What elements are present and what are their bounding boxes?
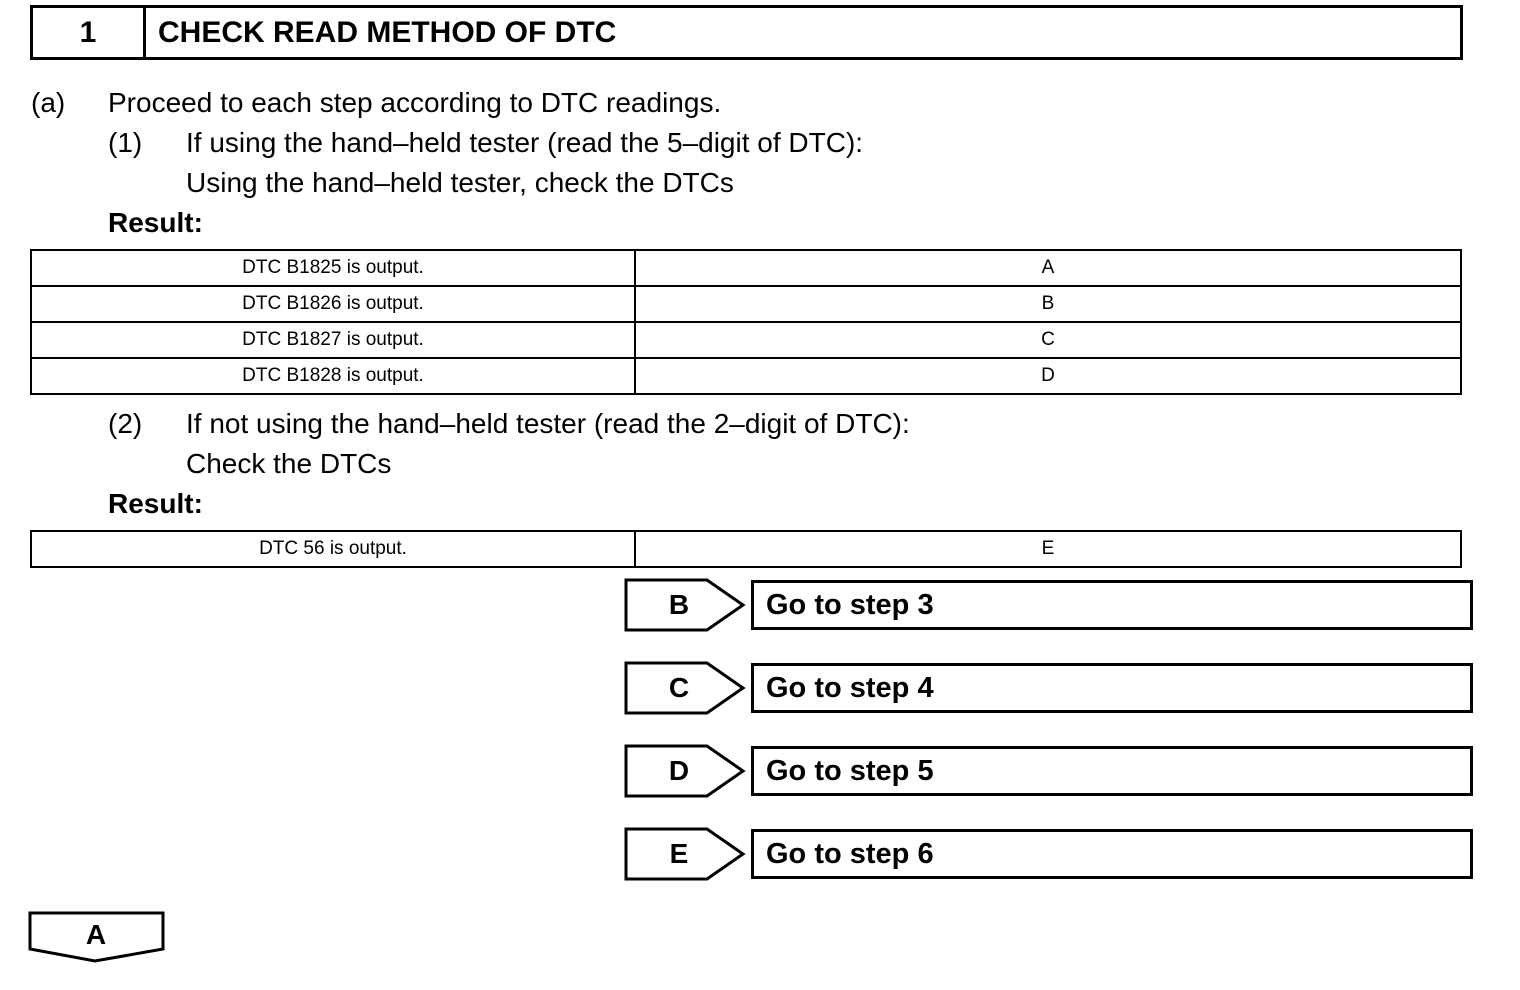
sub1-marker: (1) <box>108 127 143 158</box>
branch-d-tab[interactable]: D <box>624 744 749 798</box>
result-table-1: DTC B1825 is output. A DTC B1826 is outp… <box>30 249 1462 395</box>
continue-a-tab[interactable]: A <box>28 911 168 963</box>
result-label-1: Result: <box>108 207 203 238</box>
result-cell: B <box>634 285 1462 323</box>
branch-b-tab[interactable]: B <box>624 578 749 632</box>
result-table-2: DTC 56 is output. E <box>30 530 1462 568</box>
branch-letter: E <box>669 838 689 869</box>
sub1-line1: If using the hand–held tester (read the … <box>186 127 864 158</box>
branch-letter: C <box>668 672 690 703</box>
branch-d-target[interactable]: Go to step 5 <box>751 746 1473 796</box>
table-row: DTC 56 is output. E <box>30 530 1462 568</box>
condition-cell: DTC B1828 is output. <box>30 357 636 395</box>
condition-cell: DTC B1827 is output. <box>30 321 636 359</box>
branch-arrow-shape <box>624 578 746 632</box>
item-a-marker: (a) <box>31 87 66 118</box>
continue-letter: A <box>85 919 107 950</box>
branch-c-tab[interactable]: C <box>624 661 749 715</box>
branch-letter: D <box>668 755 690 786</box>
item-a-text: Proceed to each step according to DTC re… <box>108 87 722 118</box>
branch-e-tab[interactable]: E <box>624 827 749 881</box>
result-cell: C <box>634 321 1462 359</box>
sub1-line2: Using the hand–held tester, check the DT… <box>186 167 734 198</box>
sub2-line1: If not using the hand–held tester (read … <box>186 408 910 439</box>
sub2-line2: Check the DTCs <box>186 448 392 479</box>
branch-letter: B <box>668 589 690 620</box>
table-row: DTC B1826 is output. B <box>30 285 1462 323</box>
table-row: DTC B1828 is output. D <box>30 357 1462 395</box>
step-title: CHECK READ METHOD OF DTC <box>158 15 617 49</box>
result-cell: E <box>634 530 1462 568</box>
result-cell: A <box>634 249 1462 287</box>
condition-cell: DTC B1826 is output. <box>30 285 636 323</box>
branch-arrow-shape <box>624 827 746 881</box>
branch-c-target[interactable]: Go to step 4 <box>751 663 1473 713</box>
branch-arrow-shape <box>624 744 746 798</box>
branch-b-target[interactable]: Go to step 3 <box>751 580 1473 630</box>
table-row: DTC B1825 is output. A <box>30 249 1462 287</box>
step-header: 1 CHECK READ METHOD OF DTC <box>30 5 1463 60</box>
condition-cell: DTC B1825 is output. <box>30 249 636 287</box>
sub2-marker: (2) <box>108 408 143 439</box>
table-row: DTC B1827 is output. C <box>30 321 1462 359</box>
result-label-2: Result: <box>108 488 203 519</box>
down-arrow-shape <box>28 911 165 963</box>
branch-arrow-shape <box>624 661 746 715</box>
condition-cell: DTC 56 is output. <box>30 530 636 568</box>
result-cell: D <box>634 357 1462 395</box>
branch-e-target[interactable]: Go to step 6 <box>751 829 1473 879</box>
step-number: 1 <box>33 8 146 57</box>
